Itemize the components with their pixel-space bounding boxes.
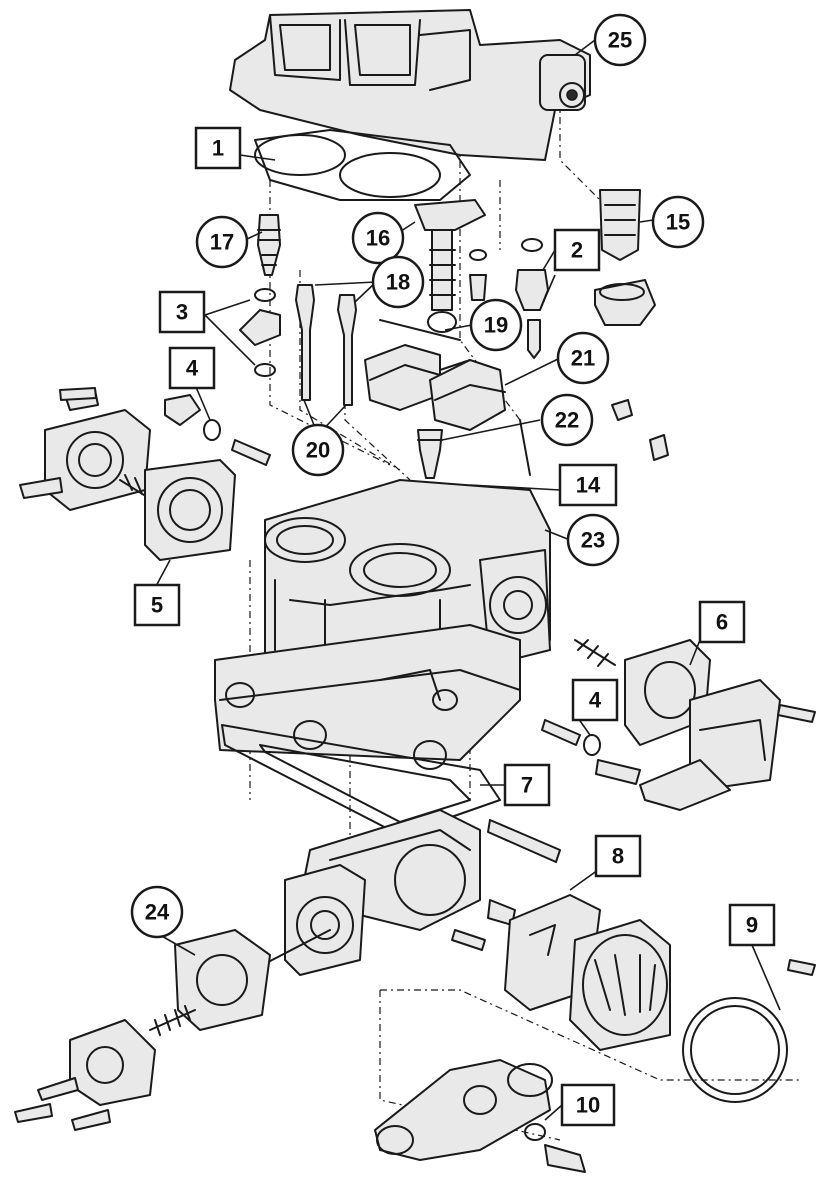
callout-20-label: 20 [306, 438, 330, 463]
callout-17-label: 17 [210, 230, 234, 255]
callout-19-label: 19 [484, 313, 508, 338]
callout-8-label: 8 [612, 844, 624, 869]
float-assembly [364, 344, 669, 479]
callout-21: 21 [556, 331, 610, 385]
callout-6-label: 6 [716, 610, 728, 635]
callout-9: 9 [728, 903, 776, 947]
lower-throttle-body [194, 809, 561, 1001]
callout-10: 10 [560, 1083, 616, 1127]
callout-16-label: 16 [366, 226, 390, 251]
callout-14-label: 14 [576, 473, 601, 498]
right-diaphragm-assembly [541, 639, 816, 811]
callout-7: 7 [503, 763, 551, 807]
callout-24-label: 24 [145, 900, 170, 925]
callout-labels: 1 2 3 4 4 5 6 7 [130, 13, 776, 1127]
callout-9-label: 9 [746, 913, 758, 938]
callout-15: 15 [651, 195, 705, 249]
water-outlet-assembly [374, 1059, 586, 1173]
callout-1: 1 [194, 126, 242, 170]
left-diaphragm-assembly [19, 389, 271, 561]
callout-17: 17 [195, 215, 249, 269]
callout-20: 20 [291, 423, 345, 477]
callout-15-label: 15 [666, 210, 690, 235]
callout-4-right-label: 4 [589, 688, 602, 713]
callout-2: 2 [553, 228, 601, 272]
loose-screws [59, 387, 97, 401]
callout-22: 22 [540, 393, 594, 447]
callout-5: 5 [133, 583, 181, 627]
callout-24: 24 [130, 885, 184, 939]
callout-5-label: 5 [151, 593, 163, 618]
callout-19: 19 [469, 298, 523, 352]
callout-8: 8 [594, 834, 642, 878]
callout-21-label: 21 [571, 346, 595, 371]
callout-23: 23 [566, 513, 620, 567]
callout-10-label: 10 [576, 1093, 600, 1118]
leader-lines [154, 39, 781, 1121]
callout-3: 3 [158, 290, 206, 334]
callout-4-right: 4 [571, 678, 619, 722]
callout-18-label: 18 [386, 270, 410, 295]
heater-cover-assembly [504, 894, 816, 1103]
callout-1-label: 1 [212, 136, 224, 161]
callout-4-left-label: 4 [186, 356, 199, 381]
left-cover-assembly [14, 929, 271, 1131]
callout-25-label: 25 [608, 28, 632, 53]
carburettor-body [214, 479, 551, 770]
jets-and-valves [239, 189, 656, 406]
callout-4-left: 4 [168, 346, 216, 390]
callout-7-label: 7 [521, 773, 533, 798]
callout-16: 16 [351, 211, 405, 265]
callout-14: 14 [558, 463, 618, 507]
callout-22-label: 22 [555, 408, 579, 433]
callout-3-label: 3 [176, 300, 188, 325]
carburettor-top-cover [229, 9, 591, 201]
callout-2-label: 2 [571, 238, 583, 263]
callout-6: 6 [698, 600, 746, 644]
callout-18: 18 [371, 255, 425, 309]
callout-23-label: 23 [581, 528, 605, 553]
callout-25: 25 [593, 13, 647, 67]
